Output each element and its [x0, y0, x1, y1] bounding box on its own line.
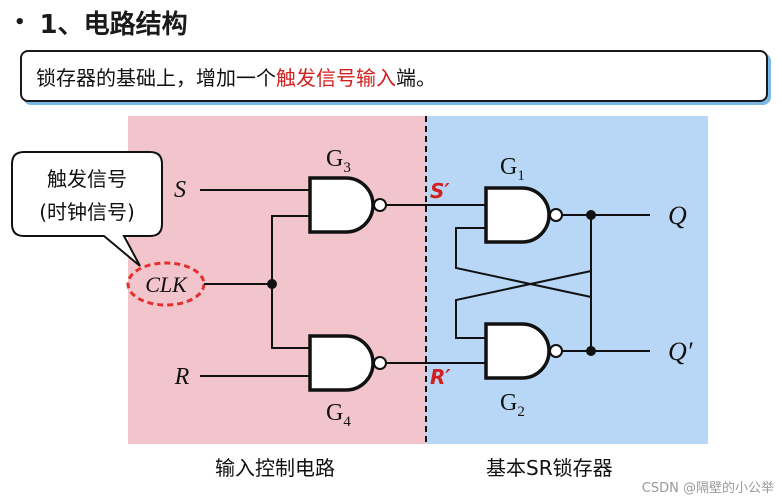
section-title: 1、电路结构: [39, 9, 188, 40]
callout-line-2: (时钟信号): [39, 200, 135, 224]
r-input-label: R: [174, 364, 190, 390]
nand-gate-g1: [484, 186, 551, 244]
clk-label: CLK: [145, 272, 188, 297]
s-prime-label: S′: [430, 179, 450, 203]
bullet-icon: •: [14, 11, 26, 33]
nand-gate-g2: [484, 322, 551, 380]
input-control-region: [128, 116, 426, 444]
sr-latch-region: [426, 116, 708, 444]
g3-inverter-bubble: [373, 198, 387, 212]
gate-g4-label: G4: [326, 400, 351, 430]
description-suffix: 端。: [396, 65, 436, 90]
callout-line-1: 触发信号: [47, 167, 127, 191]
gate-g1-label: G1: [500, 154, 525, 184]
q-output-label: Q: [668, 201, 687, 230]
watermark: CSDN @隔壁的小公举: [641, 481, 774, 496]
g2-inverter-bubble: [549, 344, 563, 358]
q-prime-output-label: Q′: [668, 337, 693, 366]
sr-latch-label: 基本SR锁存器: [486, 456, 613, 480]
description-highlight: 触发信号输入: [276, 65, 396, 90]
g1-inverter-bubble: [549, 208, 563, 222]
description-box: 锁存器的基础上，增加一个触发信号输入端。: [20, 50, 768, 102]
input-control-label: 输入控制电路: [215, 456, 335, 480]
clk-junction-dot: [267, 279, 277, 289]
gate-g3-label: G3: [326, 146, 351, 176]
section-heading: • 1、电路结构: [14, 4, 188, 40]
nand-gate-g3: [308, 176, 375, 234]
g4-inverter-bubble: [373, 356, 387, 370]
description-prefix: 锁存器的基础上，增加一个: [36, 65, 276, 90]
q-feedback-wire: [455, 215, 592, 299]
callout-bubble: [11, 151, 163, 267]
nand-gate-g4: [308, 334, 375, 392]
s-input-label: S: [174, 177, 186, 203]
r-prime-label: R′: [430, 365, 451, 389]
gate-g2-label: G2: [500, 390, 525, 420]
q-prime-feedback-wire: [455, 269, 592, 351]
